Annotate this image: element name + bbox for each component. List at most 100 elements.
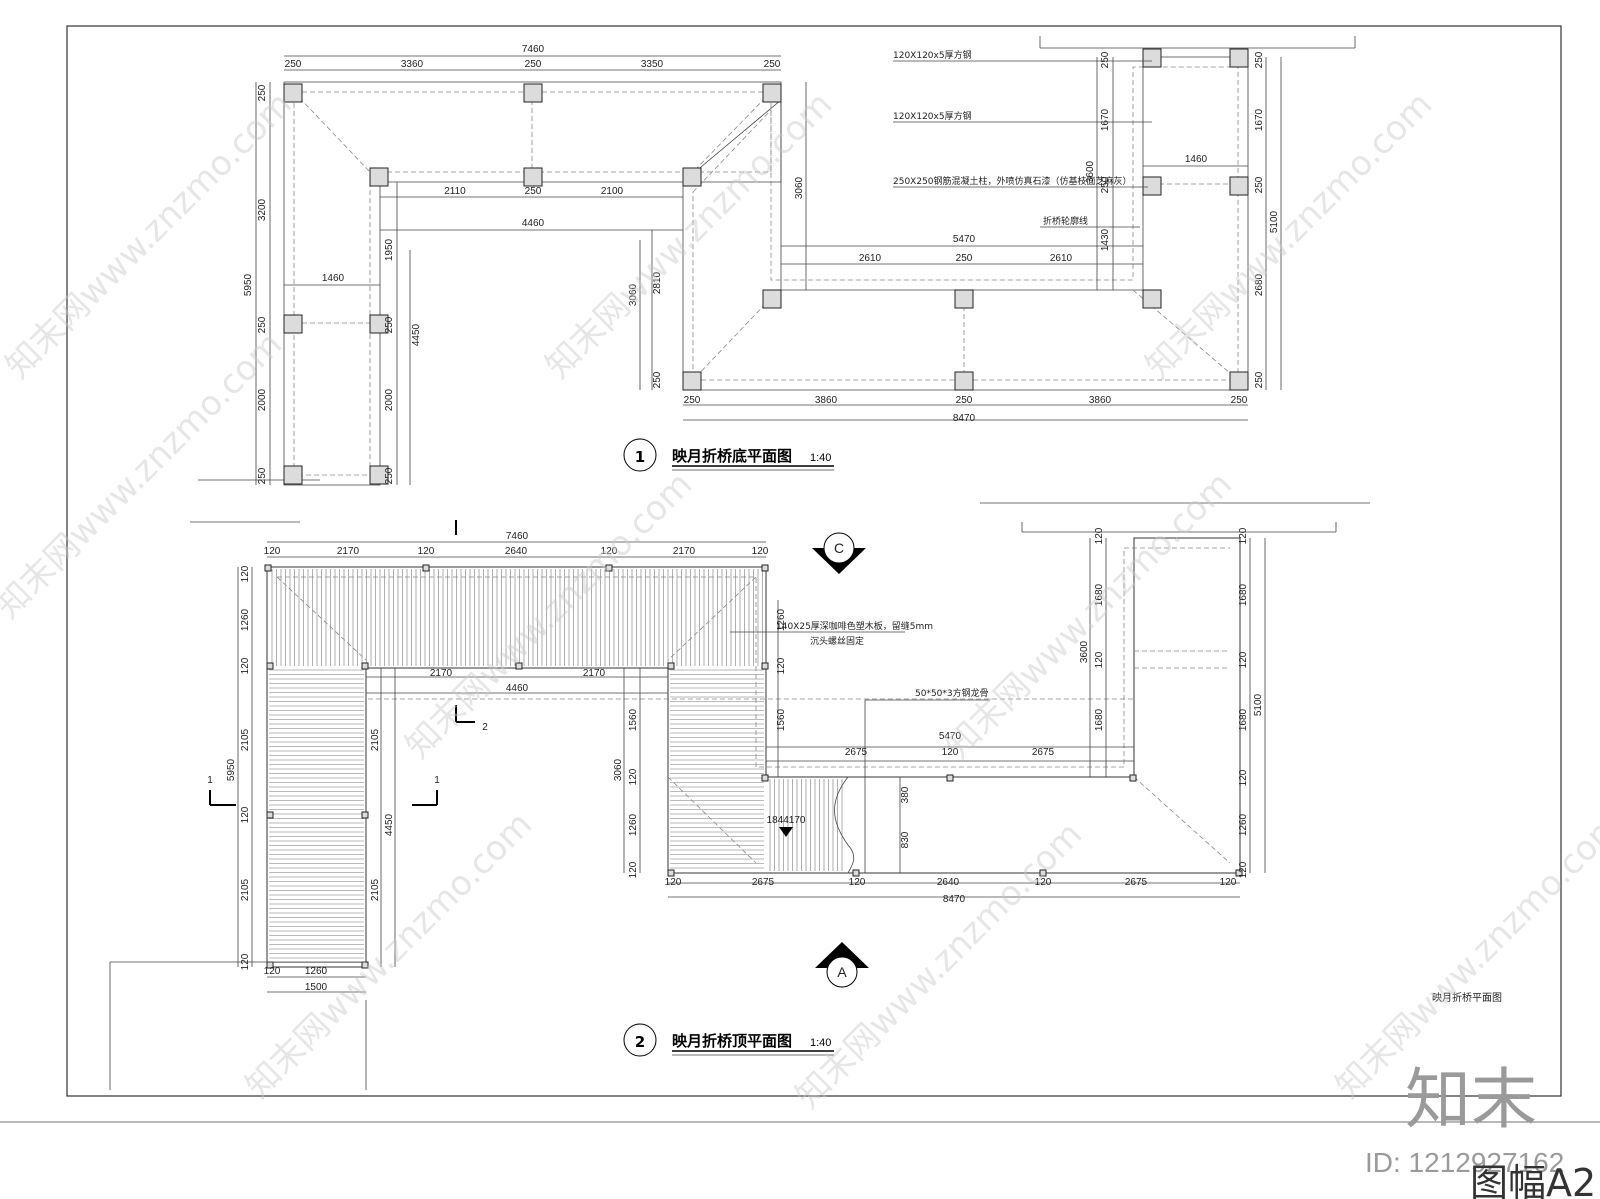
dim-text: 120: [849, 877, 866, 888]
dim-text: 250: [956, 395, 973, 406]
dim-text: 8470: [953, 413, 976, 424]
dim-text: 120: [418, 546, 435, 557]
dim-text: 5100: [1269, 210, 1280, 233]
plan2-title: 映月折桥顶平面图: [672, 1032, 792, 1050]
dim-text: 1670: [1100, 108, 1111, 131]
dim-text: 1680: [1238, 583, 1249, 606]
dim-text: 380: [900, 786, 911, 803]
dim-text: 3600: [1085, 160, 1096, 183]
dim-text: 2170: [430, 668, 453, 679]
dim-text: 250: [1254, 51, 1265, 68]
dim-text: 120: [601, 546, 618, 557]
dim-text: 120: [1094, 651, 1105, 668]
watermark-text: 知末网www.znzmo.com: [538, 84, 840, 386]
dim-text: 5100: [1253, 693, 1264, 716]
watermark-text: 知末网www.znzmo.com: [238, 804, 540, 1106]
dim-text: 1260: [305, 966, 328, 977]
dim-text: 120: [776, 657, 787, 674]
plan2-number-circle: [623, 1023, 657, 1057]
dim-text: 4450: [384, 813, 395, 836]
dim-text: 3060: [794, 176, 805, 199]
plan1-post: [283, 83, 303, 103]
dim-text: 250: [1254, 176, 1265, 193]
dim-text: 250: [285, 59, 302, 70]
dim-text: 120: [628, 861, 639, 878]
dim-text: 250: [257, 467, 268, 484]
dim-text: 250: [684, 395, 701, 406]
dim-text: 3600: [1079, 640, 1090, 663]
dim-text: 250: [384, 316, 395, 333]
plan1-post: [954, 289, 974, 309]
dim-text: 3060: [613, 758, 624, 781]
plan2-number: 2: [635, 1033, 645, 1051]
dim-text: 120: [752, 546, 769, 557]
dim-text: 4450: [411, 323, 422, 346]
dim-text: 1680: [1238, 708, 1249, 731]
plan1-post: [1229, 48, 1249, 68]
sheet-size-label: 图幅A2: [1470, 1161, 1596, 1199]
dim-text: 250: [257, 84, 268, 101]
dim-text: 1260: [240, 608, 251, 631]
dim-text: 1844170: [767, 815, 806, 826]
dim-text: 1950: [384, 238, 395, 261]
dim-text: 250: [764, 59, 781, 70]
dim-text: 250: [525, 59, 542, 70]
dim-text: 2170: [337, 546, 360, 557]
plan1-post: [1142, 48, 1162, 68]
dim-text: 120: [264, 546, 281, 557]
dim-text: 1260: [1238, 813, 1249, 836]
note-steel-1: 120X120x5厚方钢: [893, 49, 972, 61]
plan2-top-plan: 7460 120 2170 120 2640 120 2170 120 120 …: [109, 502, 1370, 1090]
dim-text: 250: [525, 186, 542, 197]
plan1-post: [762, 289, 782, 309]
section-mark-1-right: 1: [434, 775, 440, 786]
section-mark-2: 2: [482, 722, 488, 733]
elevation-c-label: C: [834, 540, 844, 556]
dim-text: 1560: [628, 708, 639, 731]
plan1-post: [762, 83, 782, 103]
dim-text: 2110: [444, 186, 466, 197]
dim-text: 120: [665, 877, 682, 888]
dim-text: 250: [1100, 51, 1111, 68]
dim-text: 120: [1238, 651, 1249, 668]
elevation-mark-a: A: [815, 942, 869, 988]
dim-text: 250: [652, 371, 663, 388]
dim-text: 1560: [776, 708, 787, 731]
dim-text: 2640: [505, 546, 528, 557]
dim-text: 250: [384, 467, 395, 484]
note-screw: 沉头螺丝固定: [810, 635, 864, 647]
dim-text: 2810: [652, 271, 663, 294]
dim-text: 1460: [1185, 154, 1208, 165]
plan1-post: [523, 83, 543, 103]
dim-text: 250: [956, 253, 973, 264]
plan1-title: 映月折桥底平面图: [672, 447, 792, 465]
plan1-outline-left: [283, 81, 782, 486]
dim-text: 4460: [506, 683, 529, 694]
watermark-logo: 知末: [1405, 1061, 1537, 1138]
plan1-post: [682, 167, 702, 187]
sheet-caption: 映月折桥平面图: [1432, 991, 1502, 1004]
plan1-post: [1229, 176, 1249, 196]
dim-text: 1460: [322, 273, 345, 284]
dim-text: 3360: [401, 59, 424, 70]
elevation-arrow: [779, 827, 793, 837]
plan2-scale: 1:40: [810, 1037, 831, 1049]
dim-text: 4460: [522, 218, 545, 229]
dim-text: 2170: [673, 546, 696, 557]
plan1-post: [1229, 371, 1249, 391]
dim-text: 2640: [937, 877, 960, 888]
plan1-scale: 1:40: [810, 452, 831, 464]
section-mark-1-left: 1: [207, 775, 213, 786]
dim-text: 120: [240, 953, 251, 970]
dim-text: 250: [1254, 371, 1265, 388]
note-deck: 140X25厚深咖啡色塑木板，留缝5mm: [776, 620, 933, 632]
dim-text: 1260: [628, 813, 639, 836]
plan1-post: [523, 167, 543, 187]
dim-text: 120: [1238, 861, 1249, 878]
dim-text: 250: [1231, 395, 1248, 406]
plan1-post: [1142, 289, 1162, 309]
plan1-post: [954, 371, 974, 391]
dim-text: 120: [628, 768, 639, 785]
dim-text: 1680: [1094, 583, 1105, 606]
